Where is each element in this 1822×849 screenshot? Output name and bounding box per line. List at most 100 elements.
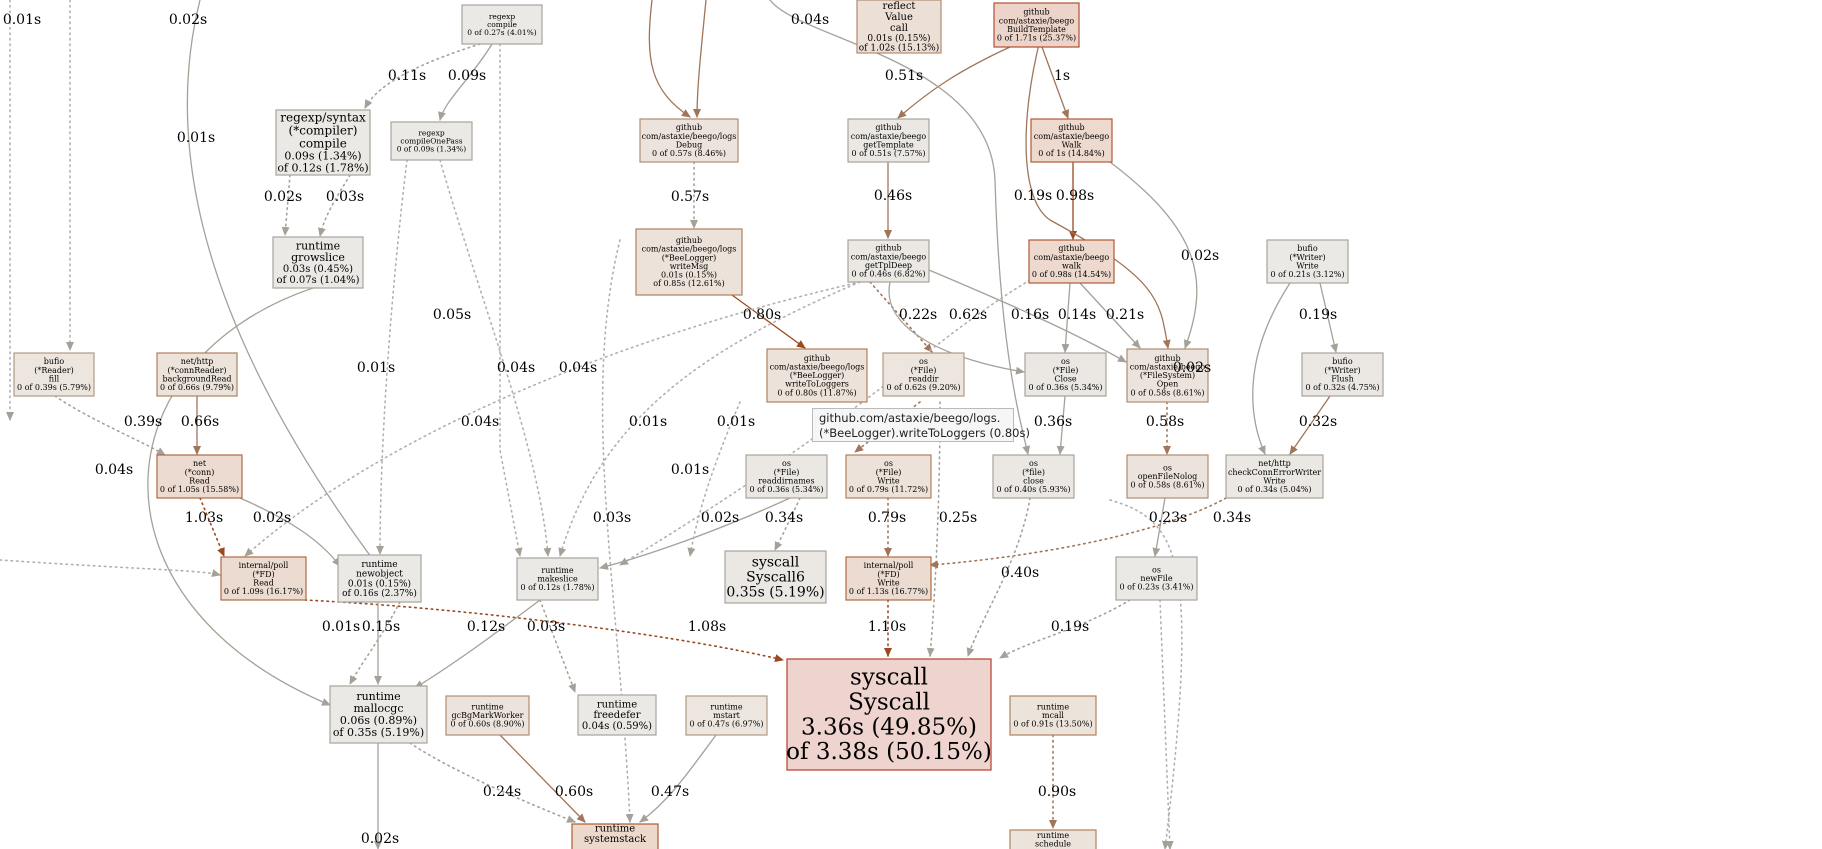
node-box (516, 557, 599, 601)
node-beego-filesystem-open[interactable]: githubcom/astaxie/beego(*FileSystem)Open… (1126, 348, 1209, 403)
edge-label: 0.98s (1056, 188, 1094, 204)
node-logs-writetologgers[interactable]: githubcom/astaxie/beego/logs(*BeeLogger)… (766, 348, 868, 403)
node-box (786, 658, 992, 771)
node-logs-writemsg[interactable]: githubcom/astaxie/beego/logs(*BeeLogger)… (635, 228, 743, 296)
node-text-line: writeMsg (670, 262, 709, 271)
node-text-line: 0.01s (0.15%) (867, 33, 930, 44)
node-text-line: runtime (597, 699, 637, 710)
edge-label: 0.62s (949, 307, 987, 323)
node-box (577, 694, 657, 736)
edge (693, 0, 707, 118)
node-text-line: 0 of 0.39s (5.79%) (17, 383, 91, 392)
edge (317, 174, 351, 237)
edge (1025, 39, 1171, 349)
node-text-line: 0 of 0.27s (4.01%) (467, 28, 537, 37)
node-text-line: os (1163, 463, 1172, 472)
node-text-line: github (804, 354, 830, 363)
node-text-line: makeslice (537, 575, 578, 584)
node-box (992, 454, 1075, 499)
edge-label: 0.01s (357, 360, 395, 376)
edge (888, 281, 1025, 375)
node-box (882, 352, 965, 397)
edge (897, 46, 1011, 119)
node-text-line: 0 of 0.51s (7.57%) (851, 149, 925, 158)
node-text-line: mstart (713, 711, 741, 720)
edge (1079, 282, 1141, 349)
edge (687, 401, 741, 557)
node-text-line: syscall (752, 554, 800, 570)
edge-label: 0.02s (264, 189, 302, 205)
node-text-line: mcall (1042, 711, 1064, 720)
edge-label: 0.01s (322, 619, 360, 635)
node-text-line: os (1061, 357, 1070, 366)
node-box (639, 118, 739, 163)
edge-label: 0.04s (791, 12, 829, 28)
edge-label: 1.03s (185, 510, 223, 526)
node-text-line: backgroundRead (162, 374, 231, 383)
node-text-line: 0 of 0.47s (6.97%) (689, 720, 763, 729)
node-text-line: Write (877, 578, 899, 587)
node-text-line: 0.01s (0.15%) (348, 578, 411, 589)
node-text-line: Close (1054, 374, 1077, 383)
node-text-line: writeToLoggers (785, 380, 849, 389)
node-text-line: bufio (44, 357, 65, 366)
node-text-line: 0.03s (0.45%) (283, 264, 353, 275)
edge-label: 0.16s (1011, 307, 1049, 323)
node-text-line: runtime (296, 239, 340, 252)
node-text-line: fill (49, 374, 60, 383)
edge (966, 497, 1031, 657)
hover-tooltip: github.com/astaxie/beego/logs. (*BeeLogg… (812, 408, 1030, 442)
node-text-line: Value (884, 12, 913, 23)
edge-label: 0.36s (1034, 414, 1072, 430)
node-text-line: 0 of 0.40s (5.93%) (996, 485, 1070, 494)
node-text-line: 0 of 0.58s (8.61%) (1130, 388, 1204, 397)
node-text-line: com/astaxie/beego (851, 132, 927, 141)
edge (926, 401, 941, 657)
edge (1041, 46, 1070, 119)
node-box (685, 695, 768, 736)
node-text-line: (*File) (911, 366, 937, 375)
node-text-line: regexp (418, 128, 444, 137)
node-text-line: github (1058, 123, 1084, 132)
edge-label: 0.19s (1299, 307, 1337, 323)
node-box (390, 121, 473, 161)
edge-label: 0.02s (701, 510, 739, 526)
